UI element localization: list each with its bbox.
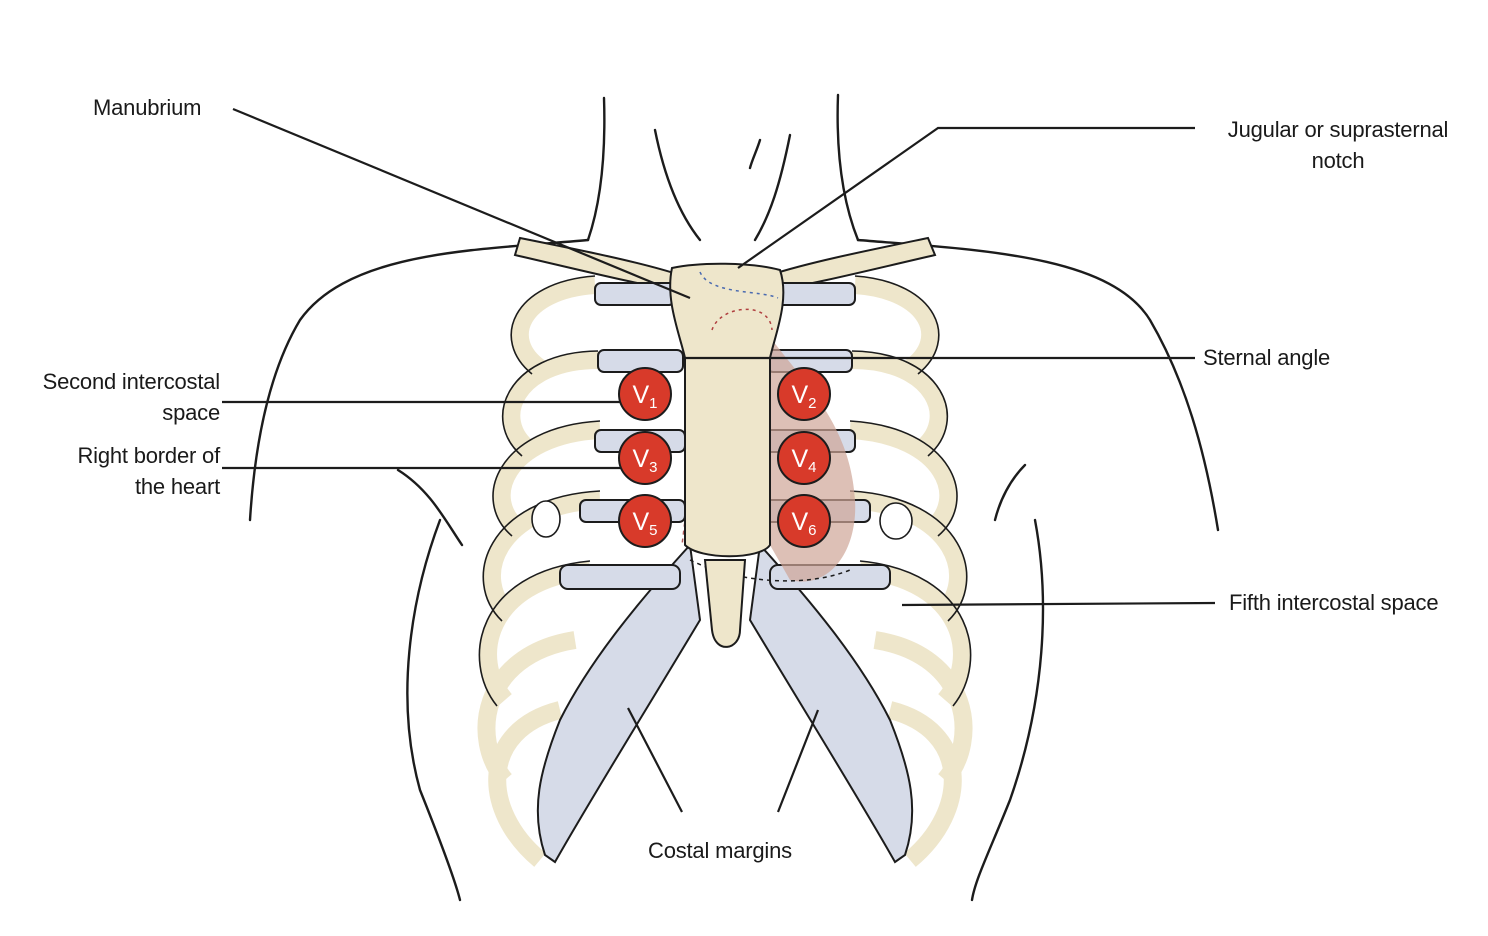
- svg-text:V6: V6: [791, 508, 816, 539]
- nipples: [531, 500, 913, 540]
- electrode-v5: V5: [618, 494, 672, 548]
- svg-text:V1: V1: [632, 381, 657, 412]
- leader-lines: [222, 107, 1216, 813]
- electrode-v3: V3: [618, 431, 672, 485]
- electrode-v6-main: V: [791, 508, 808, 536]
- electrode-v2-sub: 2: [808, 395, 816, 412]
- svg-text:V5: V5: [632, 508, 657, 539]
- electrode-v1-main: V: [632, 381, 649, 409]
- rib-outlines: [478, 275, 972, 707]
- electrode-v4-main: V: [791, 445, 808, 473]
- electrode-v2: V2: [777, 367, 831, 421]
- label-second-ics-line1: Second intercostal: [42, 369, 221, 394]
- label-right-border-heart: Right border of the heart: [0, 440, 220, 502]
- electrode-v4: V4: [777, 431, 831, 485]
- electrode-v2-main: V: [791, 381, 808, 409]
- label-fifth-intercostal: Fifth intercostal space: [1229, 590, 1439, 615]
- label-manubrium: Manubrium: [93, 95, 202, 120]
- label-sternal-angle: Sternal angle: [1203, 345, 1331, 370]
- svg-text:V3: V3: [632, 445, 657, 476]
- electrode-v1: V1: [618, 367, 672, 421]
- electrode-v6-sub: 6: [808, 522, 816, 539]
- svg-text:V4: V4: [791, 445, 816, 476]
- label-second-intercostal: Second intercostal space: [0, 366, 221, 428]
- label-jugular-line2: notch: [1311, 148, 1365, 173]
- label-right-border-line1: Right border of: [77, 443, 220, 468]
- ribs-left: [477, 276, 601, 867]
- svg-text:V2: V2: [791, 381, 816, 412]
- label-jugular-notch: Jugular or suprasternal notch: [1200, 114, 1476, 176]
- electrode-v3-main: V: [632, 445, 649, 473]
- sternum: [669, 262, 785, 648]
- label-costal-margins: Costal margins: [648, 838, 792, 863]
- electrode-v4-sub: 4: [808, 459, 816, 476]
- electrode-v3-sub: 3: [649, 459, 657, 476]
- electrode-v6: V6: [777, 494, 831, 548]
- electrode-v1-sub: 1: [649, 395, 657, 412]
- label-jugular-line1: Jugular or suprasternal: [1227, 117, 1449, 142]
- label-second-ics-line2: space: [162, 400, 220, 425]
- label-right-border-line2: the heart: [134, 474, 220, 499]
- costal-cartilage: [536, 282, 914, 864]
- electrode-v5-sub: 5: [649, 522, 657, 539]
- body-outline: [248, 93, 1220, 902]
- electrode-v5-main: V: [632, 508, 649, 536]
